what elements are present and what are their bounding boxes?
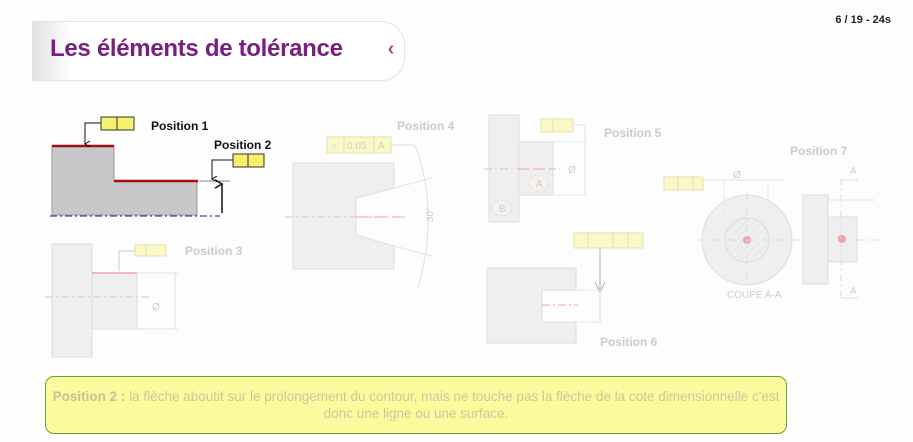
diameter-symbol: Ø: [152, 302, 160, 313]
diagram-position-1-2: Position 1 Position 2: [50, 116, 272, 217]
section-a-bottom: A: [850, 286, 857, 297]
position-1-label: Position 1: [151, 119, 209, 133]
datum-ref: A: [378, 141, 385, 152]
diameter-symbol-5: Ø: [568, 165, 576, 176]
angle-label: 30°: [425, 207, 436, 222]
diameter-symbol-7: Ø: [733, 170, 741, 181]
position-3-label: Position 3: [185, 244, 243, 258]
position-2-label: Position 2: [214, 138, 272, 152]
symmetry-icon: ⌯: [330, 141, 338, 152]
title-tab: Les éléments de tolérance ‹: [32, 21, 405, 81]
section-a-top: A: [850, 166, 857, 177]
note-text: la flèche aboutit sur le prolongement du…: [125, 389, 780, 421]
slide-counter: 6 / 19 - 24s: [835, 14, 891, 26]
position-7-label: Position 7: [790, 144, 848, 158]
position-5-label: Position 5: [604, 126, 662, 140]
page-title: Les éléments de tolérance: [50, 35, 343, 62]
tolerance-value: 0,05: [347, 141, 367, 152]
datum-a-label: A: [536, 179, 543, 190]
diagram-position-4: ⌯ 0,05 A 30° Position 4: [285, 119, 455, 289]
diagram-position-5: A B Ø Position 5: [484, 114, 662, 223]
note-lead: Position 2 :: [52, 389, 126, 404]
diagram-position-6: Position 6: [486, 232, 658, 349]
position-6-label: Position 6: [600, 335, 658, 349]
explanation-note: Position 2 : la flèche aboutit sur le pr…: [45, 376, 787, 434]
position-4-label: Position 4: [397, 119, 455, 133]
section-label: COUPE A-A: [727, 290, 782, 301]
collapse-chevron-icon[interactable]: ‹: [387, 38, 395, 60]
datum-b-label: B: [499, 204, 506, 215]
diagram-position-3: Ø Position 3: [45, 243, 243, 358]
diagram-position-7: Ø COUPE A-A A A Position 7: [663, 144, 880, 301]
